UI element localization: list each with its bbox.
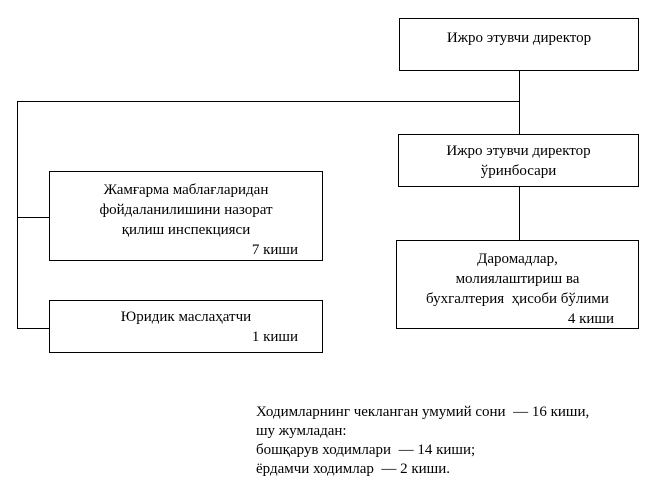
staff-count: 1 киши [251, 329, 298, 345]
box-title-line: Даромадлар, [477, 251, 558, 267]
box-legal-adviser: Юридик маслаҳатчи 1 киши [49, 300, 323, 353]
box-title-line: Жамғарма маблағларидан [103, 182, 269, 198]
connector-stub-inspection [18, 217, 49, 218]
box-title-line: Ижро этувчи директор [446, 143, 591, 159]
connector-left-vertical [17, 101, 18, 329]
box-funds-usage-inspection: Жамғарма маблағларидан фойдаланилишини н… [49, 171, 323, 261]
box-title-line: Юридик маслаҳатчи [120, 309, 252, 325]
box-title-line: қилиш инспекцияси [121, 222, 251, 238]
staff-summary-footnote: Ходимларнинг чекланган умумий сони — 16 … [256, 403, 589, 479]
box-revenue-finance-accounting-dept: Даромадлар, молиялаштириш ва бухгалтерия… [396, 240, 639, 329]
box-title-line: фойдаланилишини назорат [99, 202, 273, 218]
connector-top-horizontal [17, 101, 520, 102]
connector-stub-legal [18, 328, 49, 329]
footnote-line: бошқарув ходимлари — 14 киши; [256, 442, 476, 458]
footnote-line: шу жумладан: [256, 423, 347, 439]
staff-count: 4 киши [567, 311, 614, 327]
box-title-line: ўринбосари [480, 163, 557, 179]
footnote-line: ёрдамчи ходимлар — 2 киши. [256, 461, 450, 477]
connector-deputy-to-revenue [519, 186, 520, 240]
footnote-line: Ходимларнинг чекланган умумий сони — 16 … [256, 404, 590, 420]
box-executive-director: Ижро этувчи директор [399, 18, 639, 71]
connector-director-to-deputy [519, 70, 520, 134]
box-title-line: молиялаштириш ва [455, 271, 580, 287]
staff-count: 7 киши [251, 242, 298, 258]
box-title-line: бухгалтерия ҳисоби бўлими [426, 291, 609, 307]
box-deputy-director: Ижро этувчи директор ўринбосари [398, 134, 639, 187]
box-title: Ижро этувчи директор [446, 30, 592, 46]
